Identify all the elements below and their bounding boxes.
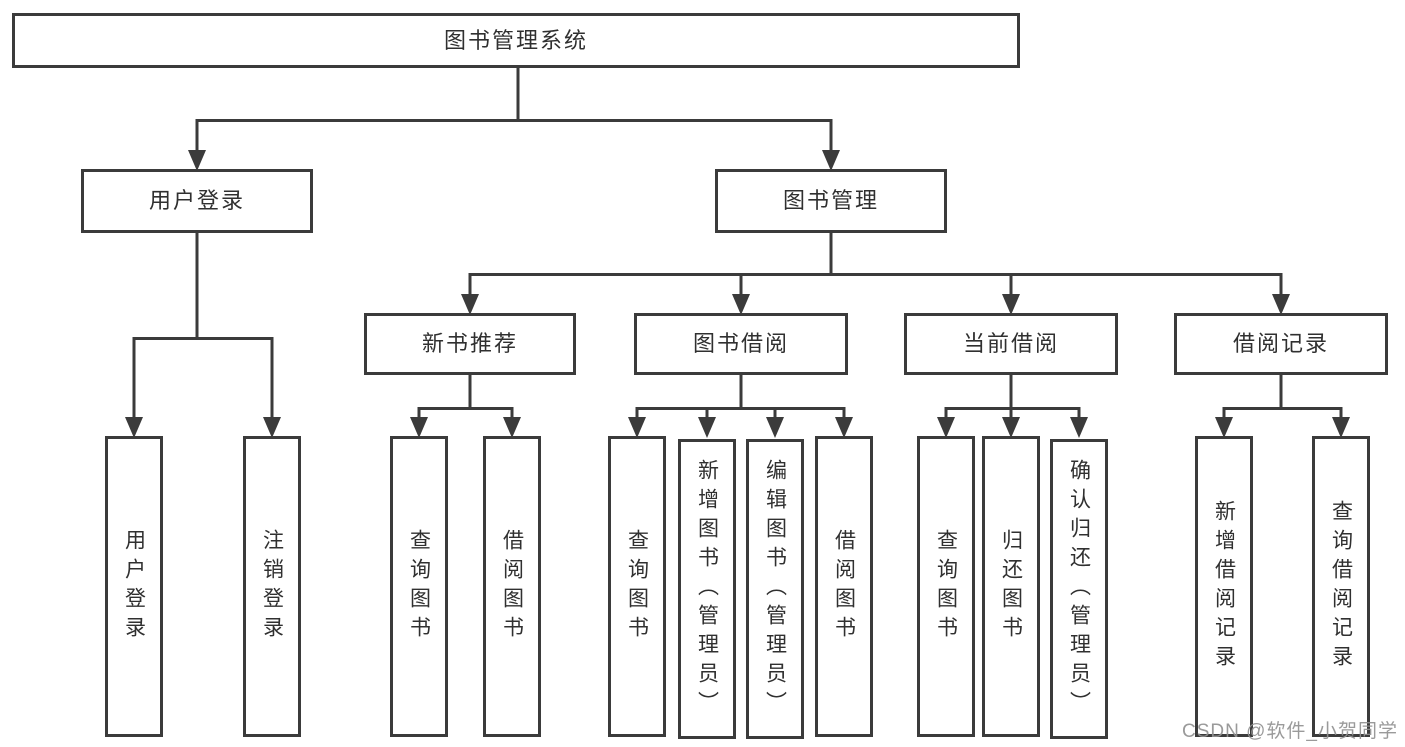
leaf-bb-edit-books: 编辑图书（管理员） — [746, 439, 804, 739]
leaf-nb-query-books: 查询图书 — [390, 436, 448, 737]
leaf-br-query-record: 查询借阅记录 — [1312, 436, 1370, 737]
csdn-watermark: CSDN @软件_小贺同学 — [1182, 721, 1398, 742]
leaf-nb-borrow-books: 借阅图书 — [483, 436, 541, 737]
node-book-borrow: 图书借阅 — [634, 313, 848, 375]
leaf-cb-query-books: 查询图书 — [917, 436, 975, 737]
arrow-heads — [125, 150, 1350, 438]
leaf-bb-query-books: 查询图书 — [608, 436, 666, 737]
leaf-bb-borrow-books: 借阅图书 — [815, 436, 873, 737]
node-current-borrow: 当前借阅 — [904, 313, 1118, 375]
node-root: 图书管理系统 — [12, 13, 1020, 68]
node-user-login: 用户登录 — [81, 169, 313, 233]
leaf-bb-add-books: 新增图书（管理员） — [678, 439, 736, 739]
node-new-books: 新书推荐 — [364, 313, 576, 375]
node-borrow-records: 借阅记录 — [1174, 313, 1388, 375]
leaf-cb-confirm-return: 确认归还（管理员） — [1050, 439, 1108, 739]
node-book-mgmt: 图书管理 — [715, 169, 947, 233]
leaf-cb-return-books: 归还图书 — [982, 436, 1040, 737]
leaf-user-login: 用户登录 — [105, 436, 163, 737]
leaf-logout-login: 注销登录 — [243, 436, 301, 737]
leaf-br-add-record: 新增借阅记录 — [1195, 436, 1253, 737]
